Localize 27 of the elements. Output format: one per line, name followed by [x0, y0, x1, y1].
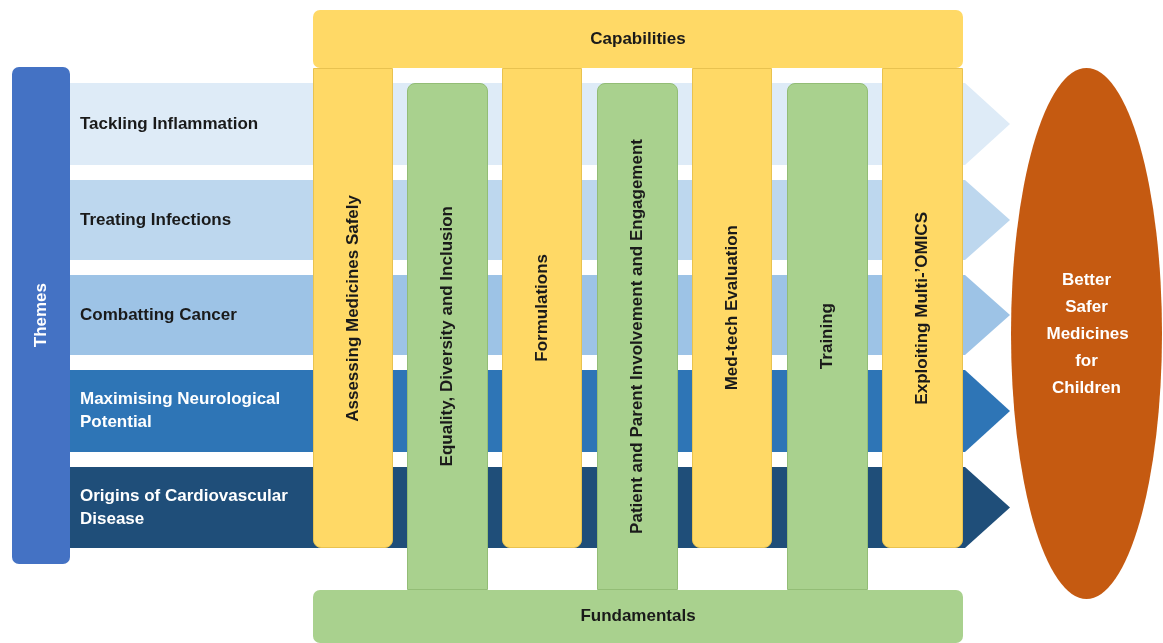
fundamental-column [787, 83, 868, 590]
theme-label: Combatting Cancer [80, 303, 238, 326]
themes-heading: Themes [29, 283, 51, 348]
theme-label: Tackling Inflammation [80, 112, 260, 135]
capability-label: Med-tech Evaluation [720, 225, 742, 391]
themes-bar [12, 67, 70, 564]
fundamental-label: Training [816, 303, 838, 370]
capability-column [502, 68, 582, 548]
capability-column [882, 68, 963, 548]
capability-column [313, 68, 393, 548]
capability-label: Assessing Medicines Safely [341, 194, 363, 422]
fundamentals-heading: Fundamentals [580, 605, 696, 628]
fundamental-label: Equality, Diversity and Inclusion [436, 206, 458, 467]
outcome-label: Better Safer Medicines for Children [1046, 268, 1127, 400]
fundamentals-bar [313, 590, 963, 643]
capabilities-heading: Capabilities [590, 28, 686, 50]
outcome-ellipse [1010, 67, 1163, 600]
theme-label: Maximising Neurological Potential [80, 388, 282, 433]
theme-label: Treating Infections [80, 208, 233, 231]
fundamental-column [407, 83, 488, 590]
capability-label: Formulations [530, 254, 552, 362]
capabilities-bar [313, 10, 963, 68]
fundamental-column [597, 83, 678, 590]
capability-label: Exploiting Multi-’OMICS [911, 211, 933, 405]
capability-column [692, 68, 772, 548]
theme-label: Origins of Cardiovascular Disease [80, 484, 289, 530]
fundamental-label: Patient and Parent Involvement and Engagement [626, 139, 648, 534]
